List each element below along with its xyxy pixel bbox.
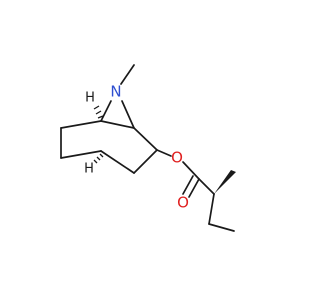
bond-n-methyl [120,64,135,85]
hash-top-3 [93,105,100,110]
bond-bridgehead-top-c2 [100,120,135,129]
hashed-bonds [93,105,104,164]
bond-bridgehead-bottom-c4 [100,150,135,174]
carbonyl-oxygen-label: O [177,194,189,212]
hash-bottom-3 [93,159,98,164]
bond-carbonyl-double-b [182,175,194,195]
bond-ch2-ch3 [208,223,235,232]
stereo-h-bottom-label: H [84,162,94,177]
bond-c3-o [156,149,172,157]
bond-carbonyl-alpha [198,178,215,195]
bond-n-bridgehead-top [100,100,112,122]
bond-carbonyl-double-a [188,178,200,198]
stereo-h-top-label: H [85,91,95,106]
bond-bridgehead-c6 [60,120,102,129]
hash-bottom-2 [96,156,101,161]
bond-o-carbonyl-c [182,161,200,180]
wedge-bond-alpha-methyl [214,170,236,194]
hash-top-2 [95,110,102,115]
hash-top-1 [97,115,104,119]
bond-alpha-ch2 [208,193,215,225]
bonds [60,64,235,232]
nitrogen-label: N [110,83,121,101]
molecule-canvas: N O O H H [60,64,236,232]
ester-oxygen-label: O [171,149,183,167]
bond-n-bridgehead-right [121,100,135,129]
bond-c4-c3 [133,149,158,174]
bond-c2-c3 [133,127,158,151]
hash-bottom-1 [99,153,104,158]
bond-c7-bridgehead [60,150,102,159]
molecule-structure: N O O H H [60,64,236,232]
